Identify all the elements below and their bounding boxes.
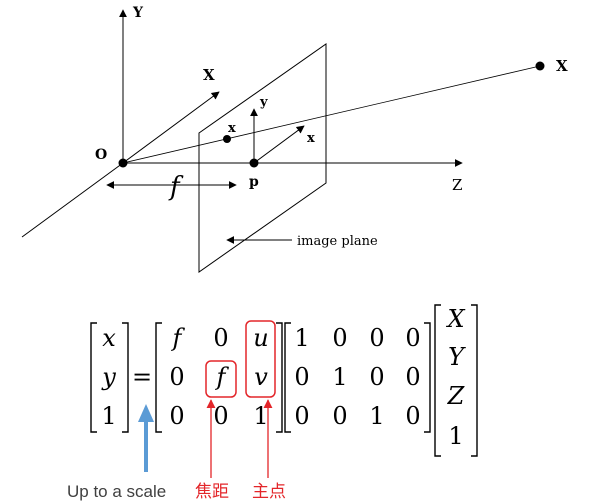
p-0-3: 0 xyxy=(405,324,420,352)
p-1-2: 0 xyxy=(369,363,384,391)
p-2-0: 0 xyxy=(294,402,309,430)
p-0-0: 1 xyxy=(294,324,309,352)
label-image-plane: image plane xyxy=(297,234,378,249)
label-focal: f xyxy=(168,172,184,202)
label-axis-y: Y xyxy=(132,5,144,21)
k-0-0: f xyxy=(171,324,186,352)
rhs-3: 1 xyxy=(448,422,463,450)
projection-ray xyxy=(122,65,541,164)
principal-point-box xyxy=(245,320,276,398)
image-point xyxy=(223,135,231,143)
rhs-1: Y xyxy=(448,343,466,371)
k-0-1: 0 xyxy=(213,324,228,352)
lhs-2: 1 xyxy=(101,402,116,430)
p-2-2: 1 xyxy=(369,402,384,430)
k-1-0: 0 xyxy=(169,363,184,391)
label-origin: O xyxy=(95,147,107,163)
highlights xyxy=(138,320,276,478)
lhs-0: x xyxy=(102,324,116,352)
principal-point xyxy=(249,158,259,168)
k-2-2: 1 xyxy=(253,402,268,430)
k-1-1: f xyxy=(215,363,230,391)
equals-sign: = xyxy=(132,363,152,391)
k-2-0: 0 xyxy=(169,402,184,430)
label-image-axis-y: y xyxy=(259,95,268,110)
scale-arrow-head xyxy=(138,404,154,422)
p-1-3: 0 xyxy=(405,363,420,391)
projection-equation xyxy=(90,304,478,457)
rhs-bracket-right xyxy=(471,304,478,457)
label-axis-x: X xyxy=(203,66,215,84)
k-2-1: 0 xyxy=(213,402,228,430)
p-0-1: 0 xyxy=(332,324,347,352)
origin-point xyxy=(118,158,128,168)
rhs-2: Z xyxy=(447,382,466,410)
p-0-2: 0 xyxy=(369,324,384,352)
k-bracket-right xyxy=(276,322,283,433)
k-bracket-left xyxy=(155,322,162,433)
label-image-axis-x: x xyxy=(307,131,315,146)
caption-focal-length: 焦距 xyxy=(195,482,229,501)
label-world-point: X xyxy=(556,57,568,75)
x-axis xyxy=(122,91,220,164)
lhs-bracket-right xyxy=(122,322,129,433)
p-2-3: 0 xyxy=(405,402,420,430)
camera-diagram: Y X Z O p X x y x f image plane xyxy=(21,5,568,273)
p-bracket-right xyxy=(424,322,431,433)
equation-text: x y 1 = f 0 u 0 f v 0 0 1 1 0 0 0 0 1 0 … xyxy=(101,305,466,450)
lhs-1: y xyxy=(101,363,116,391)
p-2-1: 0 xyxy=(332,402,347,430)
focal-length-box xyxy=(205,360,237,398)
lhs-bracket-left xyxy=(90,322,97,433)
caption-up-to-scale: Up to a scale xyxy=(67,482,166,501)
p-bracket-left xyxy=(284,322,291,433)
label-image-point: x xyxy=(228,121,236,136)
label-axis-z: Z xyxy=(452,176,462,194)
label-principal-point: p xyxy=(249,174,259,190)
world-point xyxy=(535,61,545,71)
k-0-2: u xyxy=(253,324,268,352)
rhs-bracket-left xyxy=(434,304,441,457)
image-plane xyxy=(198,43,327,273)
k-1-2: v xyxy=(254,363,268,391)
x-axis-back xyxy=(21,162,124,238)
image-x-axis xyxy=(253,125,305,164)
caption-principal-point: 主点 xyxy=(252,482,286,501)
rhs-0: X xyxy=(445,305,465,333)
p-1-0: 0 xyxy=(294,363,309,391)
p-1-1: 1 xyxy=(332,363,347,391)
